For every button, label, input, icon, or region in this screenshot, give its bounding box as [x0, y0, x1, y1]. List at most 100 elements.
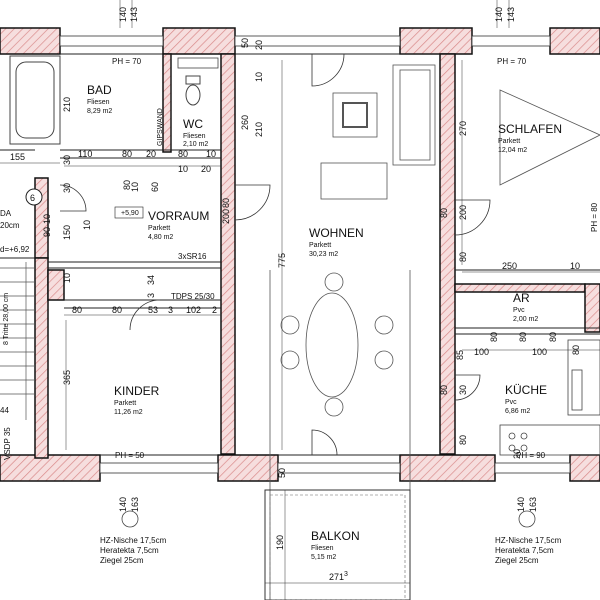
- room-balkon-floor: Fliesen: [311, 545, 334, 552]
- dim-50-b: 50: [277, 468, 287, 478]
- label-ph70-right: PH = 70: [497, 57, 527, 66]
- dim-80b: 80: [178, 149, 188, 159]
- dim-365: 365: [62, 370, 72, 385]
- dim-20c: 20: [512, 449, 522, 459]
- dim-775: 775: [277, 253, 287, 268]
- room-balkon-area: 5,15 m2: [311, 554, 336, 561]
- dim-10f: 10: [42, 214, 52, 224]
- room-ar-name: AR: [513, 291, 530, 305]
- toilet: [185, 75, 201, 106]
- dim-top-143: 143: [129, 7, 139, 22]
- label-treppe: 8 Tritte 28,00 cm: [3, 293, 10, 345]
- room-balkon-name: BALKON: [311, 529, 360, 543]
- dim-bot-163: 163: [130, 497, 140, 512]
- dim-10d: 10: [82, 220, 92, 230]
- room-bad-name: BAD: [87, 83, 112, 97]
- label-44: 44: [0, 406, 9, 415]
- bed: [499, 89, 600, 186]
- dim-150: 150: [62, 225, 72, 240]
- level-box: [114, 206, 144, 219]
- dim-80i: 80: [548, 332, 558, 342]
- note-right-2: Heratekta 7,5cm: [495, 546, 554, 555]
- room-vorraum-name: VORRAUM: [148, 209, 209, 223]
- dim-20b: 20: [201, 164, 211, 174]
- dim-3b: 3: [146, 293, 156, 298]
- label-d692: d=+6,92: [0, 245, 30, 254]
- dim-80f: 80: [458, 252, 468, 262]
- dim-270: 270: [458, 121, 468, 136]
- room-wohnen-floor: Parkett: [309, 242, 331, 249]
- label-ph70-left: PH = 70: [112, 57, 142, 66]
- dim-271: 271: [329, 572, 344, 582]
- dim-34: 34: [146, 275, 156, 285]
- stair: [0, 262, 35, 420]
- dim-85: 85: [455, 350, 465, 360]
- label-circle-6: 6: [30, 193, 35, 203]
- room-vorraum-area: 4,80 m2: [148, 234, 173, 241]
- kitchen-counter: [499, 339, 600, 456]
- room-kueche-floor: Pvc: [505, 399, 517, 406]
- dim-top-140b: 140: [494, 7, 504, 22]
- dim-3: 3: [168, 305, 173, 315]
- dim-80c: 80: [122, 180, 132, 190]
- dim-30a: 30: [62, 155, 72, 165]
- dim-80g: 80: [489, 332, 499, 342]
- label-vsdp: VSDP 35: [3, 427, 12, 460]
- room-kueche-name: KÜCHE: [505, 383, 547, 397]
- dim-30b: 30: [62, 183, 72, 193]
- dim-200b: 200: [221, 209, 231, 224]
- room-kinder-area: 11,26 m2: [114, 409, 143, 416]
- dim-bot-140b: 140: [516, 497, 526, 512]
- label-ph90: PH = 90: [516, 451, 546, 460]
- room-wc-name: WC: [183, 117, 203, 131]
- label-20cm: 20cm: [0, 221, 20, 230]
- dim-10a: 10: [206, 149, 216, 159]
- dim-80d: 80: [439, 208, 449, 218]
- dim-30c: 30: [458, 385, 468, 395]
- room-wc-floor: Fliesen: [183, 133, 206, 140]
- dim-3c: 3: [344, 571, 348, 578]
- dim-90: 90: [42, 227, 52, 237]
- dim-60: 60: [150, 182, 160, 192]
- balcony-rail: [269, 494, 406, 600]
- dim-10c: 10: [130, 182, 140, 192]
- doors: [59, 53, 491, 456]
- room-kinder-name: KINDER: [114, 384, 160, 398]
- dim-20a: 20: [146, 149, 156, 159]
- room-schlafen-area: 12,04 m2: [498, 147, 527, 154]
- note-right-3: Ziegel 25cm: [495, 556, 539, 565]
- label-ph80: PH = 80: [590, 202, 599, 232]
- dim-80e: 80: [221, 198, 231, 208]
- windows: [59, 35, 571, 474]
- note-left-1: HZ-Nische 17,5cm: [100, 536, 167, 545]
- dim-80a: 80: [122, 149, 132, 159]
- room-ar-floor: Pvc: [513, 307, 525, 314]
- balcony-outline: [264, 489, 411, 600]
- label-tdps: TDPS 25/30: [171, 292, 215, 301]
- dim-53: 53: [148, 305, 158, 315]
- room-bad-area: 8,29 m2: [87, 108, 112, 115]
- dim-10e: 10: [570, 261, 580, 271]
- dim-102: 102: [186, 305, 201, 315]
- room-wohnen-name: WOHNEN: [309, 226, 364, 240]
- dim-10-w: 10: [254, 72, 264, 82]
- dim-bot-140: 140: [118, 497, 128, 512]
- room-wohnen-area: 30,23 m2: [309, 251, 338, 258]
- room-ar-area: 2,00 m2: [513, 316, 538, 323]
- dim-80k: 80: [439, 385, 449, 395]
- dim-top-140: 140: [118, 7, 128, 22]
- dim-190: 190: [275, 535, 285, 550]
- room-vorraum-floor: Parkett: [148, 225, 170, 232]
- dim-155: 155: [10, 152, 25, 162]
- dim-top-143b: 143: [506, 7, 516, 22]
- dim-80j: 80: [571, 345, 581, 355]
- dim-10b: 10: [178, 164, 188, 174]
- dim-260: 260: [240, 115, 250, 130]
- note-left-3: Ziegel 25cm: [100, 556, 144, 565]
- label-level-590: +5,90: [121, 210, 139, 217]
- dim-100b: 100: [532, 347, 547, 357]
- dim-100: 100: [474, 347, 489, 357]
- room-kinder-floor: Parkett: [114, 400, 136, 407]
- dim-110: 110: [78, 149, 92, 159]
